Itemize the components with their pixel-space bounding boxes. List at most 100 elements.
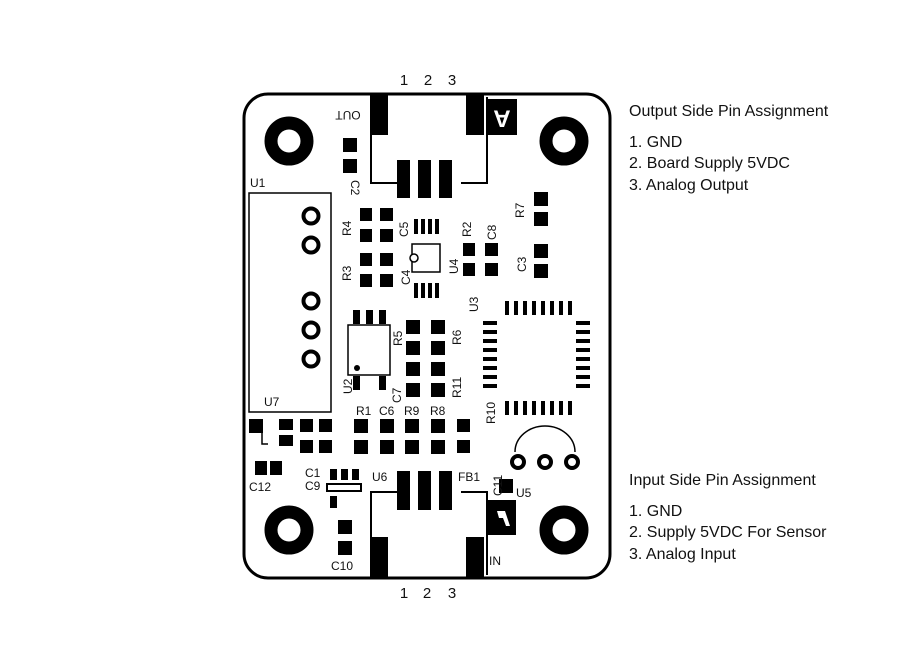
input-pin-2: 2. Supply 5VDC For Sensor — [629, 524, 827, 541]
u3-pad — [483, 321, 497, 325]
label-c3: C3 — [515, 256, 529, 272]
resistor-r4 — [360, 208, 372, 242]
capacitor-c5 — [380, 208, 393, 242]
label-r7: R7 — [513, 202, 527, 218]
u3-pad — [483, 330, 497, 334]
ferrite-fb1 — [499, 479, 513, 493]
capacitor-c3 — [534, 244, 548, 278]
label-c6: C6 — [379, 404, 395, 418]
u3-pad — [541, 301, 545, 315]
capacitor-c2 — [343, 138, 357, 173]
label-r10: R10 — [484, 402, 498, 424]
mounting-hole-bottom-left — [264, 505, 314, 555]
svg-text:A: A — [493, 105, 510, 132]
sensor-u5 — [510, 425, 580, 470]
capacitor-c10 — [338, 520, 352, 555]
label-c4: C4 — [399, 269, 413, 285]
input-pin-3: 3. Analog Input — [629, 545, 736, 563]
u3-pad — [576, 339, 590, 343]
mounting-hole-top-right — [539, 116, 589, 166]
mounting-hole-top-left — [264, 116, 314, 166]
top-connector-badge: A — [487, 99, 517, 135]
bottom-connector — [370, 471, 488, 578]
u3-pad — [483, 375, 497, 379]
u3-pad — [532, 401, 536, 415]
u3-pad — [523, 301, 527, 315]
bottom-pin-numbers: 1 2 3 — [400, 585, 456, 602]
label-u6: U6 — [372, 470, 388, 484]
capacitor-c8 — [485, 243, 498, 276]
u3-pad — [559, 301, 563, 315]
label-u1: U1 — [250, 176, 266, 190]
label-u3: U3 — [467, 296, 481, 312]
label-u2: U2 — [341, 378, 355, 394]
resistor-r6 — [431, 320, 445, 355]
u3-pad — [483, 348, 497, 352]
u3-pad — [505, 301, 509, 315]
u3-pad — [576, 375, 590, 379]
lower-passives-grid — [300, 419, 470, 454]
output-pin-2: 2. Board Supply 5VDC — [629, 155, 790, 172]
svg-text:1: 1 — [400, 585, 408, 602]
u3-pad — [541, 401, 545, 415]
u3-pad — [576, 348, 590, 352]
in-label: IN — [489, 554, 501, 568]
label-c1: C1 — [305, 466, 321, 480]
svg-text:1: 1 — [400, 72, 408, 89]
mounting-hole-bottom-right — [539, 505, 589, 555]
input-pin-1: 1. GND — [629, 502, 683, 520]
bottom-connector-badge — [486, 500, 516, 535]
label-c5: C5 — [397, 221, 411, 237]
svg-text:3: 3 — [448, 72, 456, 89]
label-fb1: FB1 — [458, 470, 480, 484]
label-r4: R4 — [340, 220, 354, 236]
u3-pad — [483, 366, 497, 370]
u3-pad — [576, 384, 590, 388]
out-label: OUT — [335, 108, 361, 122]
u3-pad — [568, 301, 572, 315]
u3-pad — [514, 401, 518, 415]
resistor-r2 — [463, 243, 475, 276]
resistor-r7 — [534, 192, 548, 226]
label-r2: R2 — [460, 221, 474, 237]
u3-pad — [514, 301, 518, 315]
resistor-r11 — [431, 362, 445, 397]
u3-pad — [559, 401, 563, 415]
output-side-pin-assignment: Output Side Pin Assignment 1. GND 2. Boa… — [629, 101, 828, 196]
top-connector — [370, 95, 488, 198]
ic-u4 — [409, 219, 441, 298]
resistor-r3 — [360, 253, 393, 287]
input-side-pin-list: 1. GND 2. Supply 5VDC For Sensor 3. Anal… — [629, 501, 826, 566]
ic-u3 — [483, 301, 590, 415]
u3-pad — [576, 330, 590, 334]
label-r8: R8 — [430, 404, 446, 418]
small-part-left — [249, 419, 293, 446]
svg-text:3: 3 — [448, 585, 456, 602]
u3-pad — [576, 366, 590, 370]
label-r9: R9 — [404, 404, 420, 418]
u3-pad — [568, 401, 572, 415]
label-r6: R6 — [450, 329, 464, 345]
label-c7: C7 — [390, 387, 404, 403]
label-c11: C11 — [491, 475, 505, 496]
label-u5: U5 — [516, 486, 532, 500]
u3-pad — [576, 321, 590, 325]
label-c10: C10 — [331, 559, 353, 573]
label-c12: C12 — [249, 480, 271, 494]
u3-pad — [523, 401, 527, 415]
u3-pad — [483, 339, 497, 343]
input-side-title: Input Side Pin Assignment — [629, 472, 816, 489]
output-side-pin-list: 1. GND 2. Board Supply 5VDC 3. Analog Ou… — [629, 132, 828, 197]
svg-text:2: 2 — [423, 585, 431, 602]
svg-text:2: 2 — [424, 72, 432, 89]
label-u4: U4 — [447, 258, 461, 274]
label-r1: R1 — [356, 404, 372, 418]
output-side-title: Output Side Pin Assignment — [629, 103, 829, 120]
silkscreen-labels: U1 U7 U2 U3 U4 U5 U6 C1 C2 C3 C4 C5 C6 C… — [249, 176, 532, 573]
output-pin-1: 1. GND — [629, 133, 683, 151]
label-r11: R11 — [450, 377, 464, 398]
ic-u2 — [347, 310, 391, 390]
resistor-r5 — [406, 320, 420, 355]
u3-pad — [550, 301, 554, 315]
